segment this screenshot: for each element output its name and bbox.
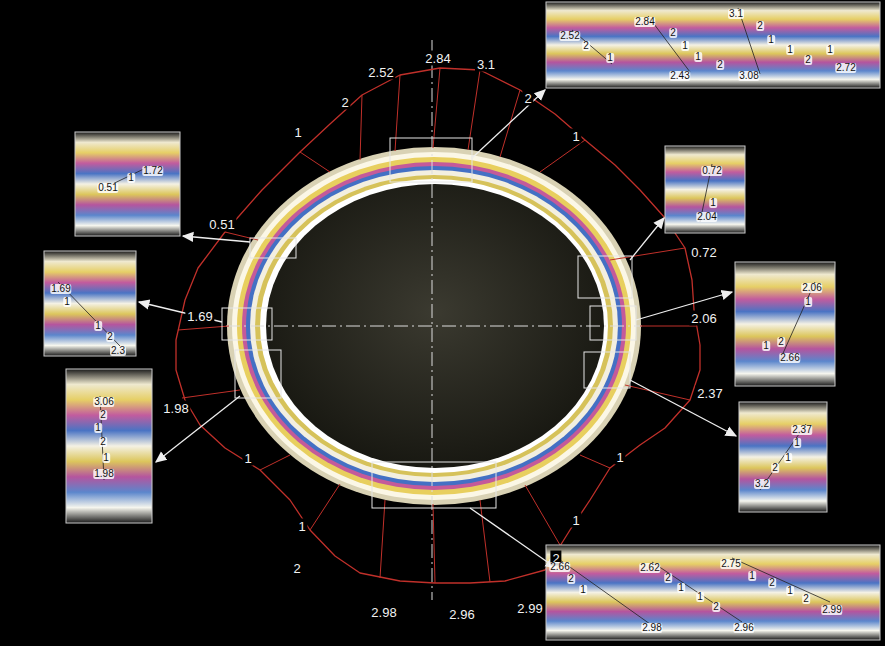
stress-value: 1 <box>570 129 581 144</box>
fringe-order: 0.51 <box>97 183 118 193</box>
fringe-order: 1 <box>762 341 770 351</box>
fringe-order: 2.99 <box>821 605 842 615</box>
stress-value: 2.52 <box>366 65 395 80</box>
fringe-order: 1 <box>677 583 685 593</box>
fringe-order: 1 <box>94 423 102 433</box>
stress-value: 2.98 <box>369 605 398 620</box>
fringe-order: 1 <box>127 173 135 183</box>
fringe-order: 2 <box>777 337 785 347</box>
fringe-order: 2 <box>106 332 114 342</box>
fringe-order: 1 <box>63 297 71 307</box>
stress-value: 2.37 <box>695 386 724 401</box>
fringe-order: 1 <box>748 571 756 581</box>
fringe-order: 2 <box>99 437 107 447</box>
fringe-order: 1 <box>826 45 834 55</box>
fringe-order: 2.66 <box>549 562 570 572</box>
fringe-order: 1 <box>694 52 702 62</box>
stress-value: 2 <box>291 561 302 576</box>
fringe-order: 2.3 <box>110 346 126 356</box>
fringe-order: 2.75 <box>720 559 741 569</box>
fringe-order: 3.2 <box>754 479 770 489</box>
fringe-order: 1 <box>767 35 775 45</box>
stress-value: 1 <box>296 519 307 534</box>
fringe-order: 1 <box>786 45 794 55</box>
fringe-order: 2 <box>716 60 724 70</box>
fringe-order: 1.72 <box>142 166 163 176</box>
fringe-order: 2.37 <box>791 425 812 435</box>
stress-value: 1 <box>570 513 581 528</box>
stress-value: 2.99 <box>515 601 544 616</box>
stress-value: 1 <box>614 450 625 465</box>
fringe-order: 2.52 <box>559 31 580 41</box>
fringe-order: 2.62 <box>639 563 660 573</box>
fringe-order: 2 <box>567 574 575 584</box>
fringe-order: 1 <box>681 41 689 51</box>
fringe-order: 1 <box>784 453 792 463</box>
fringe-order: 2 <box>712 602 720 612</box>
stress-value: 2 <box>339 95 350 110</box>
fringe-order: 2.72 <box>835 63 856 73</box>
stress-value: 3.1 <box>475 57 497 72</box>
stress-value: 1.69 <box>185 309 214 324</box>
fringe-order: 1 <box>606 53 614 63</box>
fringe-order: 1 <box>579 585 587 595</box>
fringe-order: 2.06 <box>801 283 822 293</box>
fringe-order: 1 <box>102 453 110 463</box>
fringe-order: 2 <box>664 573 672 583</box>
fringe-order: 3.06 <box>93 397 114 407</box>
fringe-order: 1.69 <box>50 284 71 294</box>
fringe-order: 1.98 <box>93 469 114 479</box>
fringe-order: 1 <box>804 297 812 307</box>
fringe-order: 1 <box>696 592 704 602</box>
stress-value: 2 <box>522 91 533 106</box>
fringe-order: 2 <box>771 463 779 473</box>
fringe-order: 2 <box>582 41 590 51</box>
fringe-order: 2.98 <box>641 623 662 633</box>
fringe-order: 3.08 <box>738 71 759 81</box>
fringe-order: 1 <box>793 438 801 448</box>
fringe-order: 1 <box>94 321 102 331</box>
stress-value: 1 <box>292 125 303 140</box>
fringe-order: 2 <box>802 594 810 604</box>
fringe-order: 2 <box>99 410 107 420</box>
fringe-order: 1 <box>786 586 794 596</box>
fringe-order: 2 <box>768 578 776 588</box>
fringe-order: 2.04 <box>696 212 717 222</box>
fringe-order: 1 <box>709 198 717 208</box>
fringe-order: 2.84 <box>634 17 655 27</box>
fringe-order: 2.43 <box>669 71 690 81</box>
stress-value: 1 <box>242 451 253 466</box>
fringe-order: 2.66 <box>779 353 800 363</box>
stress-value: 0.51 <box>207 217 236 232</box>
stress-value: 1.98 <box>161 401 190 416</box>
stress-value: 2.96 <box>447 607 476 622</box>
fringe-order: 2 <box>669 28 677 38</box>
stress-value: 2.84 <box>423 51 452 66</box>
fringe-order: 2 <box>804 55 812 65</box>
stress-value: 0.72 <box>689 245 718 260</box>
fringe-order: 2.96 <box>733 623 754 633</box>
fringe-order: 0.72 <box>701 166 722 176</box>
stress-value: 2.06 <box>689 311 718 326</box>
fringe-order: 3.1 <box>728 9 744 19</box>
fringe-order: 2 <box>756 21 764 31</box>
